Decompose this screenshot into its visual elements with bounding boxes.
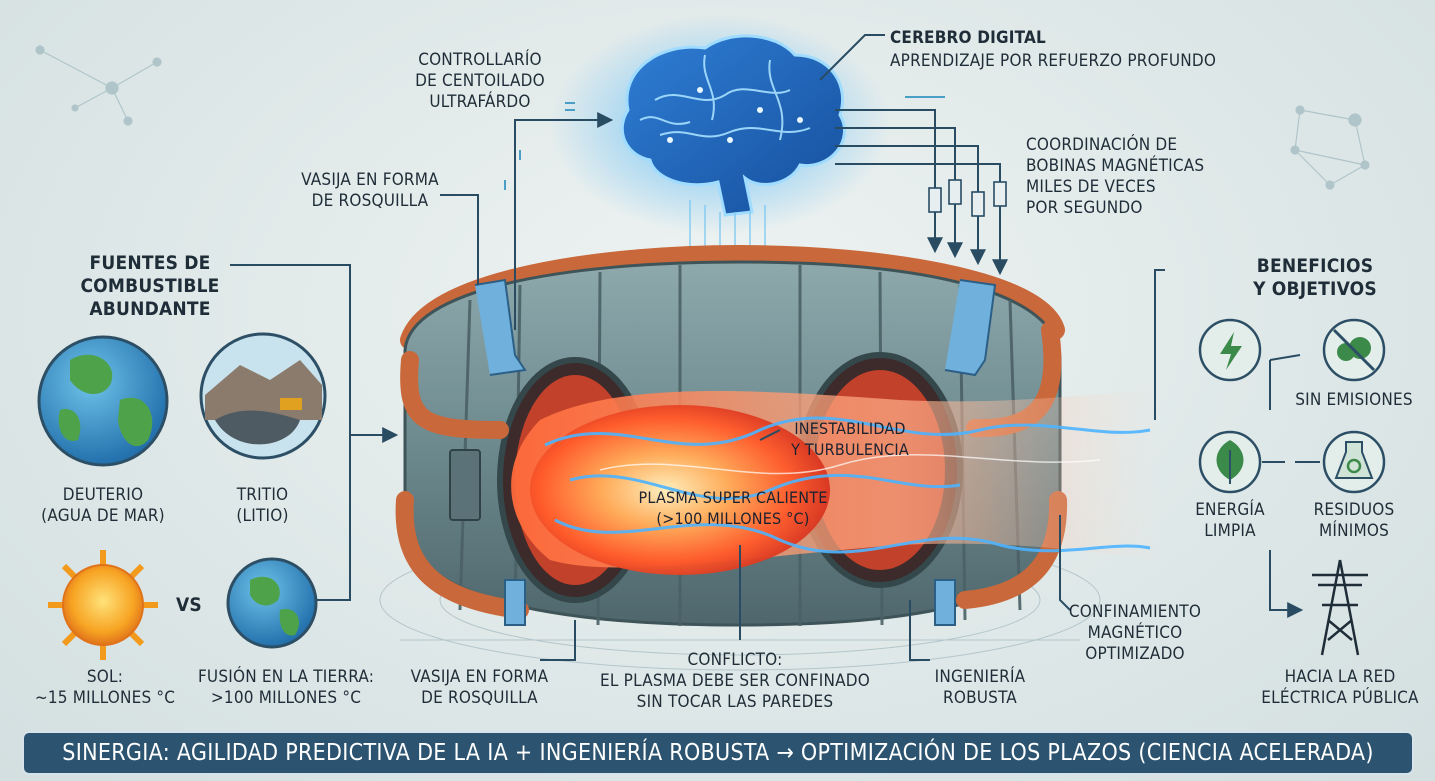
- sun-label: SOL:~15 MILLONES °C: [34, 667, 176, 708]
- no-emissions-label: SIN EMISIONES: [1295, 390, 1413, 410]
- network-decoration-left: [35, 45, 162, 126]
- sun-icon: [48, 550, 158, 660]
- coil-resistors: [928, 179, 1007, 217]
- synergy-banner: SINERGIA: AGILIDAD PREDICTIVA DE LA IA +…: [22, 731, 1414, 775]
- globe-earth-icon: [226, 557, 318, 649]
- brain-label: CEREBRO DIGITAL APRENDIZAJE POR REFUERZO…: [890, 28, 1216, 72]
- earth-label: FUSIÓN EN LA TIERRA:>100 MILLONES °C: [197, 667, 375, 708]
- recycle-flask-icon: [1322, 430, 1386, 494]
- deuterium-label: DEUTERIO(AGUA DE MAR): [41, 485, 165, 526]
- brain-title: CEREBRO DIGITAL: [890, 28, 1046, 48]
- dash-marks: [504, 96, 945, 190]
- brain-subtitle: APRENDIZAJE POR REFUERZO PROFUNDO: [890, 51, 1217, 71]
- tritium-lithium-mine-icon: [199, 332, 327, 460]
- leaf-icon: [1198, 430, 1262, 494]
- plasma-stream: [511, 390, 1160, 575]
- tritium-label: TRITIO(LITIO): [236, 485, 289, 526]
- globe-deuterium-icon: [37, 335, 169, 467]
- power-tower-icon: [1312, 559, 1368, 656]
- network-decoration-right: [1290, 105, 1370, 190]
- plasma-label: PLASMA SUPER CALIENTE(>100 MILLONES °C): [638, 488, 828, 528]
- no-emissions-icon: [1322, 318, 1386, 382]
- vs-label: VS: [176, 594, 202, 616]
- digital-brain: [550, 15, 890, 270]
- lightning-icon: [1198, 318, 1262, 382]
